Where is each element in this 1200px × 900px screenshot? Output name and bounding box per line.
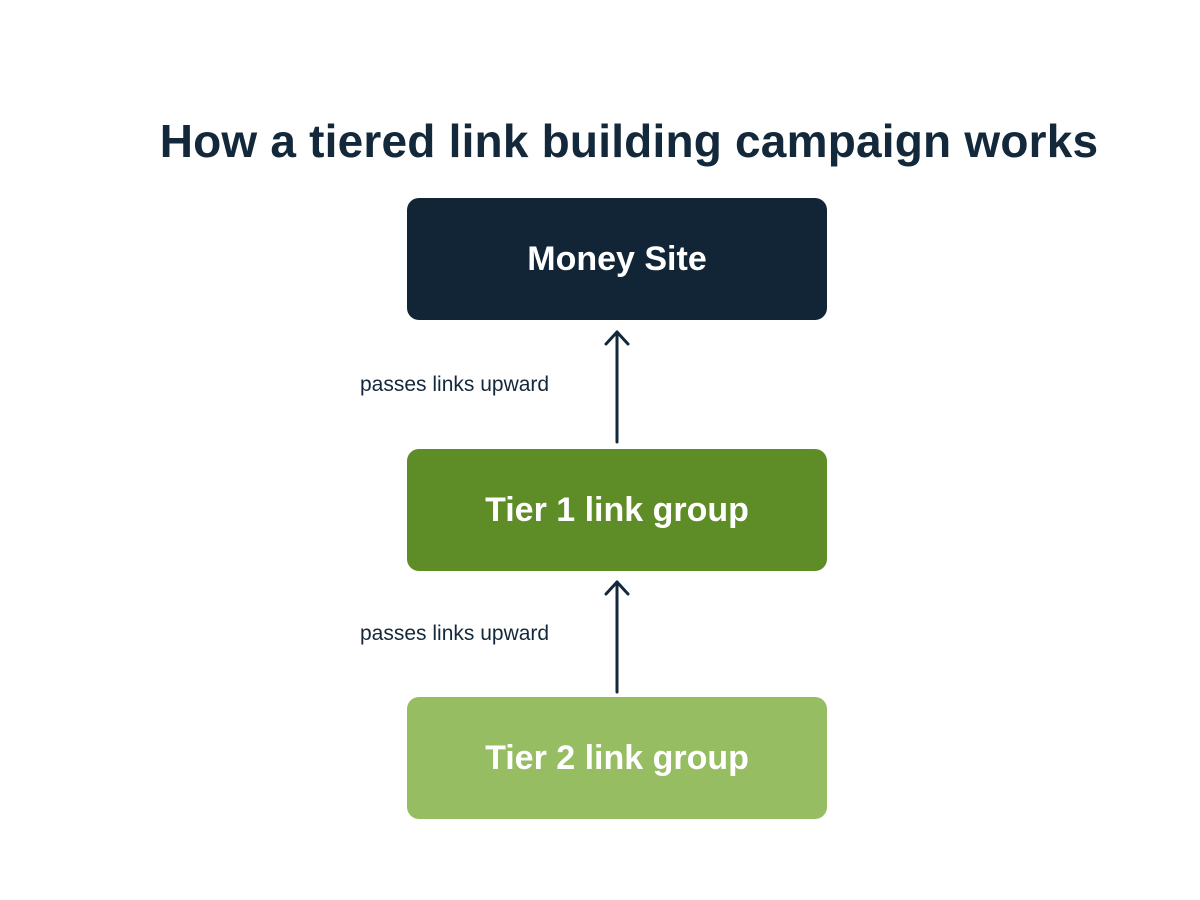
money-site-node: Money Site <box>407 198 827 320</box>
arrow-2-head <box>604 580 630 596</box>
tier-2-node: Tier 2 link group <box>407 697 827 819</box>
arrow-up-icon <box>604 580 630 694</box>
diagram-title: How a tiered link building campaign work… <box>159 114 1099 167</box>
arrow-up-icon <box>604 330 630 444</box>
edge-label-tier2-to-tier1: passes links upward <box>360 622 550 645</box>
tier-2-label: Tier 2 link group <box>485 738 749 777</box>
tier-1-label: Tier 1 link group <box>485 490 749 529</box>
edge-label-tier1-to-money: passes links upward <box>360 373 550 396</box>
money-site-label: Money Site <box>527 239 707 278</box>
tier-1-node: Tier 1 link group <box>407 449 827 571</box>
arrow-1-head <box>604 330 630 346</box>
